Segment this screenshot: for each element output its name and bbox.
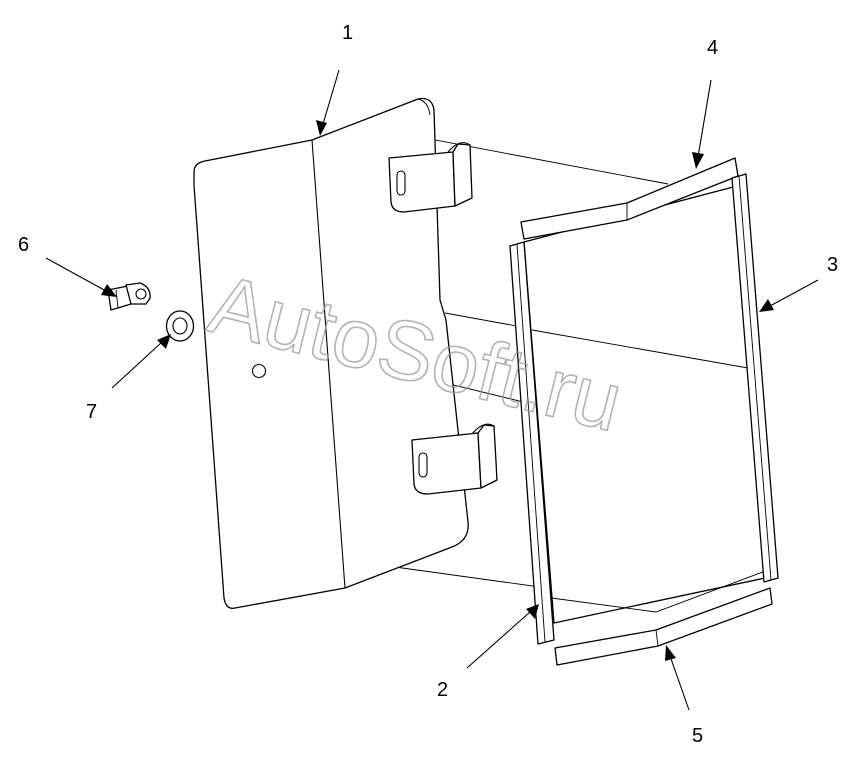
part-3-right-upright xyxy=(731,173,779,583)
leader-1 xyxy=(322,69,340,125)
upper-hook xyxy=(388,142,473,213)
callout-1: 1 xyxy=(342,22,353,44)
lower-hook xyxy=(411,423,498,495)
callout-3: 3 xyxy=(827,254,838,276)
callout-6: 6 xyxy=(18,234,29,256)
callout-labels: 1 2 3 4 5 6 7 xyxy=(18,22,838,747)
part-2-left-upright xyxy=(509,241,555,645)
leader-5 xyxy=(669,655,690,711)
callout-7: 7 xyxy=(86,401,97,423)
leader-3 xyxy=(769,279,819,307)
frame-assembly xyxy=(509,157,779,666)
part-7-washer xyxy=(165,310,195,342)
callout-4: 4 xyxy=(707,37,718,59)
callout-2: 2 xyxy=(437,679,448,701)
leader-7 xyxy=(111,341,163,389)
panel-hole xyxy=(251,363,267,379)
leader-lines xyxy=(45,69,819,711)
leader-6 xyxy=(45,257,107,292)
part-1-panel xyxy=(193,97,498,609)
leader-2 xyxy=(466,611,531,669)
part-5-bottom-rail xyxy=(543,569,773,666)
leader-4 xyxy=(697,79,712,158)
part-6-bolt xyxy=(107,282,151,311)
callout-5: 5 xyxy=(692,725,703,747)
